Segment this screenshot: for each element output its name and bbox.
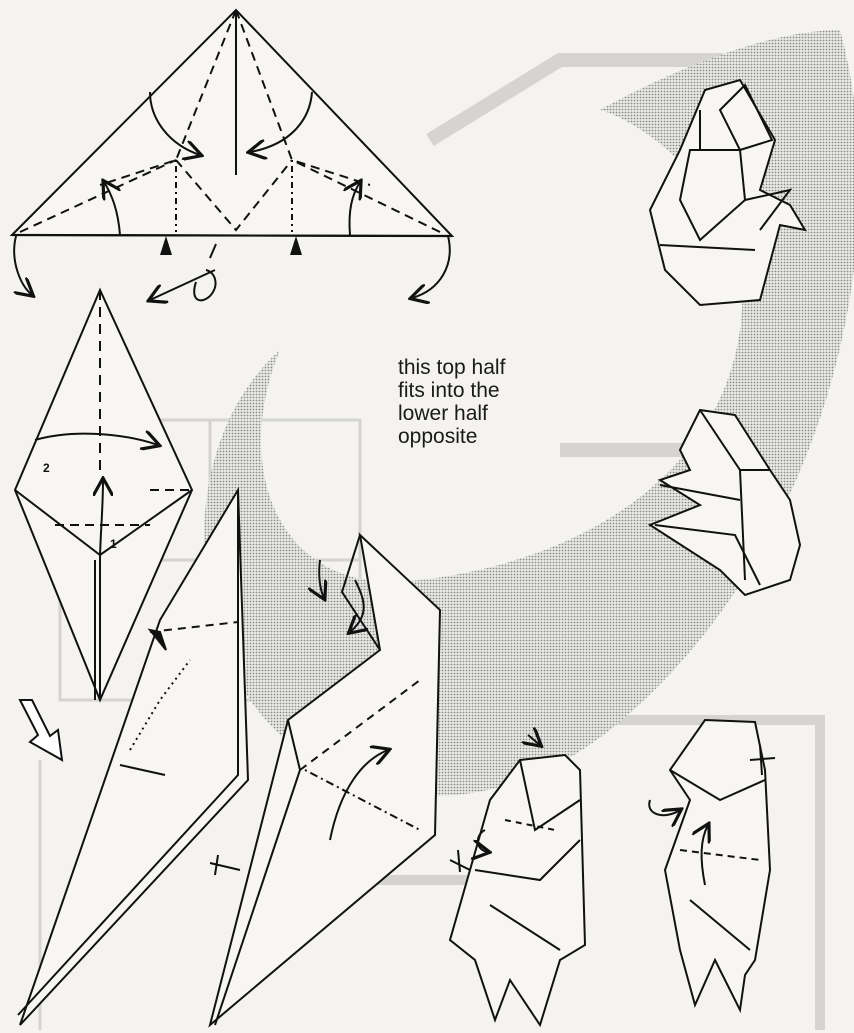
caption-line-3: lower half	[398, 402, 598, 425]
caption-line-1: this top half	[398, 356, 598, 379]
step-arrow	[150, 270, 216, 300]
caption-line-4: opposite	[398, 425, 598, 448]
caption-line-2: fits into the	[398, 379, 598, 402]
figure-lower-right	[649, 720, 775, 1010]
caption: this top half fits into the lower half o…	[398, 356, 598, 448]
hollow-arrow-icon	[20, 700, 62, 760]
step-triangle	[12, 10, 452, 298]
pleat-marks	[160, 236, 302, 255]
step-number-one: 1	[110, 537, 117, 551]
step-number-two: 2	[43, 461, 50, 475]
